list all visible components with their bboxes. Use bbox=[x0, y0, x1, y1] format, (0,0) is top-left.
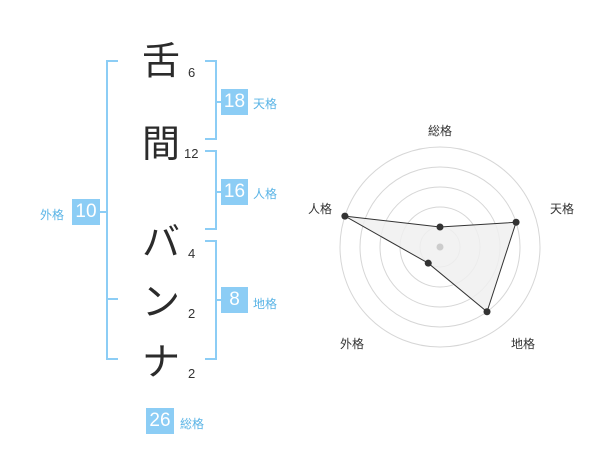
radar-label-soukaku: 総格 bbox=[428, 124, 453, 138]
gaikaku-bracket bbox=[106, 60, 118, 360]
radar-label-gaikaku: 外格 bbox=[340, 337, 365, 351]
tenkaku-connector bbox=[217, 101, 221, 103]
jinkaku-connector bbox=[217, 191, 221, 193]
stroke-count-4: 2 bbox=[188, 306, 196, 321]
radar-point-tenkaku bbox=[512, 218, 520, 226]
tenkaku-value: 18 bbox=[221, 89, 248, 115]
gaikaku-label: 外格 bbox=[40, 208, 65, 222]
stroke-count-2: 12 bbox=[184, 146, 199, 161]
chikaku-bracket bbox=[205, 240, 217, 360]
radar-point-gaikaku bbox=[424, 259, 432, 267]
name-char-1: 舌 bbox=[142, 39, 181, 83]
radar-point-chikaku bbox=[483, 308, 491, 316]
chikaku-value: 8 bbox=[221, 287, 248, 313]
jinkaku-value: 16 bbox=[221, 179, 248, 205]
stroke-count-5: 2 bbox=[188, 366, 196, 381]
name-char-5: ナ bbox=[142, 340, 181, 384]
gaikaku-connector bbox=[100, 211, 106, 213]
radar-label-chikaku: 地格 bbox=[511, 337, 536, 351]
radar-center-dot bbox=[436, 243, 444, 251]
chikaku-connector bbox=[217, 299, 221, 301]
radar-label-jinkaku: 人格 bbox=[308, 202, 333, 216]
name-char-2: 間 bbox=[142, 122, 181, 166]
radar-point-soukaku bbox=[436, 223, 444, 231]
gaikaku-value: 10 bbox=[72, 199, 100, 225]
radar-point-jinkaku bbox=[341, 212, 349, 220]
radar-grid-ring bbox=[359, 166, 521, 328]
soukaku-label: 総格 bbox=[180, 417, 205, 431]
stroke-count-1: 6 bbox=[188, 65, 196, 80]
chikaku-label: 地格 bbox=[253, 297, 278, 311]
soukaku-value: 26 bbox=[146, 408, 174, 434]
tenkaku-bracket bbox=[205, 60, 217, 140]
name-char-4: ン bbox=[142, 280, 181, 324]
jinkaku-label: 人格 bbox=[253, 187, 278, 201]
gaikaku-bracket-tick bbox=[106, 298, 118, 300]
jinkaku-bracket bbox=[205, 150, 217, 230]
radar-grid-ring bbox=[339, 146, 541, 348]
name-char-3: バ bbox=[142, 220, 181, 264]
stroke-count-3: 4 bbox=[188, 246, 196, 261]
radar-label-tenkaku: 天格 bbox=[550, 202, 575, 216]
tenkaku-label: 天格 bbox=[253, 97, 278, 111]
